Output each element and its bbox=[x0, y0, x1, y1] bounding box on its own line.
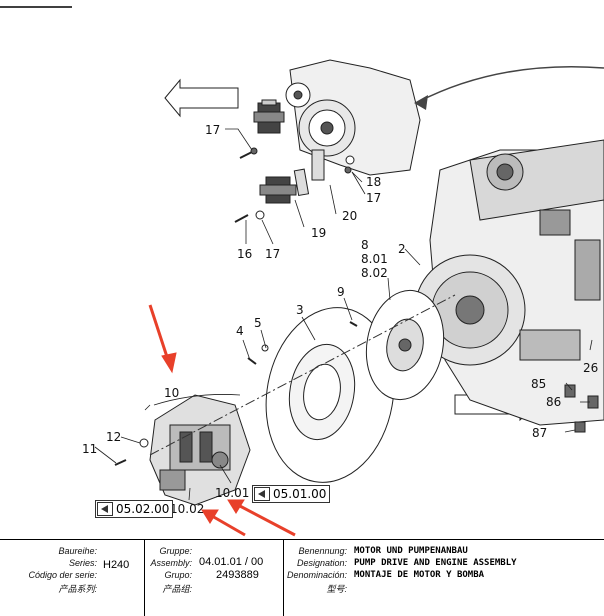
callout-10-02: 10.02 bbox=[170, 502, 204, 516]
engine-block bbox=[414, 139, 604, 433]
series-key-zh: 产品系列: bbox=[58, 584, 97, 594]
reference-label: 05.02.00 bbox=[116, 502, 170, 516]
damper-disc bbox=[365, 289, 445, 401]
callout-19: 19 bbox=[311, 226, 326, 240]
callout-3: 3 bbox=[296, 303, 304, 317]
callout-17: 17 bbox=[265, 247, 280, 261]
callout-5: 5 bbox=[254, 316, 262, 330]
callout-18: 18 bbox=[366, 175, 381, 189]
group-key-en: Assembly: bbox=[150, 558, 192, 568]
back-reference-icon bbox=[254, 487, 270, 501]
series-key-en: Series: bbox=[68, 558, 97, 568]
callout-11: 11 bbox=[82, 442, 97, 456]
reference-link[interactable]: 05.02.00 bbox=[95, 500, 174, 518]
callout-12: 12 bbox=[106, 430, 121, 444]
assembly-number: 04.01.01 / 00 bbox=[199, 556, 264, 568]
group-key-de: Gruppe: bbox=[159, 546, 192, 556]
callout-17: 17 bbox=[366, 191, 381, 205]
drive-plate bbox=[265, 307, 395, 483]
separator bbox=[144, 540, 145, 616]
separator bbox=[283, 540, 284, 616]
group-key-zh: 产品组: bbox=[162, 584, 192, 594]
swing-arrow bbox=[417, 65, 604, 103]
callout-8-01: 8.01 bbox=[361, 252, 388, 266]
annotation-arrows bbox=[148, 304, 296, 537]
callout-87: 87 bbox=[532, 426, 547, 440]
callout-4: 4 bbox=[236, 324, 244, 338]
group-number: 2493889 bbox=[216, 569, 259, 581]
callout-9: 9 bbox=[337, 285, 345, 299]
title-block: Baureihe: Series: Código der serie: 产品系列… bbox=[0, 539, 604, 616]
engine-mount-lower bbox=[259, 168, 310, 204]
callout-17: 17 bbox=[205, 123, 220, 137]
engine-mount-upper bbox=[253, 99, 285, 134]
callout-2: 2 bbox=[398, 242, 406, 256]
designation-es: MONTAJE DE MOTOR Y BOMBA bbox=[354, 570, 485, 580]
back-reference-icon bbox=[97, 502, 113, 516]
callout-20: 20 bbox=[342, 209, 357, 223]
callout-16: 16 bbox=[237, 247, 252, 261]
group-key-es: Grupo: bbox=[164, 570, 192, 580]
callout-10-01: 10.01 bbox=[215, 486, 249, 500]
series-key-es: Código der serie: bbox=[28, 570, 97, 580]
hollow-arrow-left-upper bbox=[164, 78, 239, 118]
leader-lines bbox=[94, 128, 593, 501]
name-key-es: Denominación: bbox=[286, 570, 347, 580]
pump-assembly bbox=[149, 394, 251, 506]
bolt-parts bbox=[114, 147, 358, 466]
series-key-de: Baureihe: bbox=[58, 546, 97, 556]
engine-front-pulley bbox=[285, 59, 421, 181]
exploded-assembly-drawing: 17 18 17 20 19 16 17 2 8 8.01 8.02 9 3 4… bbox=[0, 6, 604, 537]
swing-arrow-head bbox=[414, 95, 428, 110]
callout-86: 86 bbox=[546, 395, 561, 409]
reference-link[interactable]: 05.01.00 bbox=[252, 485, 331, 503]
series-value: H240 bbox=[103, 559, 130, 571]
callout-8: 8 bbox=[361, 238, 369, 252]
designation-en: PUMP DRIVE AND ENGINE ASSEMBLY bbox=[354, 558, 517, 568]
callout-85: 85 bbox=[531, 377, 546, 391]
callout-26: 26 bbox=[583, 361, 598, 375]
reference-label: 05.01.00 bbox=[273, 487, 327, 501]
name-key-zh: 型号: bbox=[326, 584, 347, 594]
name-key-de: Benennung: bbox=[298, 546, 347, 556]
callout-10: 10 bbox=[164, 386, 179, 400]
name-key-en: Designation: bbox=[296, 558, 347, 568]
center-axis bbox=[149, 294, 456, 456]
designation-de: MOTOR UND PUMPENANBAU bbox=[354, 546, 468, 556]
callout-8-02: 8.02 bbox=[361, 266, 388, 280]
